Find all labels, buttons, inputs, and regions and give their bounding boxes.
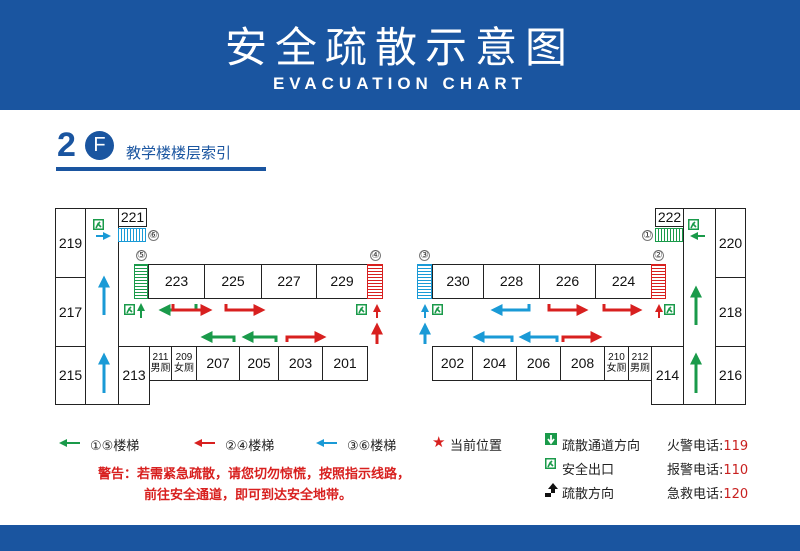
room-219: 219 [55,208,86,278]
room-214: 214 [651,346,684,405]
stair-6-label: ⑥ [148,230,159,241]
warning-line-1: 警告：若需紧急疏散，请您切勿惊慌，按照指示线路， [98,467,411,482]
exit-icon [663,303,676,316]
legend-current-position: 当前位置 [450,439,503,454]
room-number: 212 [631,352,649,363]
room-number: 209 [175,352,193,363]
stair-2-label: ② [653,250,664,261]
room-230: 230 [432,264,484,299]
room-223: 223 [148,264,205,299]
stair-3 [417,264,432,299]
room-label: 女厕 [606,362,627,374]
room-number: 210 [608,352,625,363]
room-207: 207 [196,346,240,381]
room-203: 203 [278,346,323,381]
room-204: 204 [472,346,517,381]
room-201: 201 [322,346,368,381]
room-216: 216 [715,346,746,405]
ambulance-phone: 急救电话:120 [667,487,749,502]
legend-blue-stairs: ③⑥楼梯 [347,439,397,454]
room-229: 229 [316,264,368,299]
arrow-right-red [547,304,589,316]
exit-icon [431,303,444,316]
room-202: 202 [432,346,473,381]
stair-5 [134,264,148,299]
stair-5-label: ⑤ [136,250,147,261]
police-phone: 报警电话:110 [667,463,749,478]
floor-index-label: 教学楼楼层索引 [126,144,232,162]
stair-3-label: ③ [419,250,430,261]
arrow-left-green [200,331,236,343]
arrow-left-blue [490,304,531,316]
stair-4 [367,264,383,299]
room-226: 226 [539,264,596,299]
exit-icon [687,218,700,231]
page-title: 安全疏散示意图 [224,23,575,72]
stair-2 [651,264,666,299]
room-number: 211 [152,352,169,363]
channel-direction-icon [545,433,557,445]
stair-4-label: ④ [370,250,381,261]
room-206: 206 [516,346,561,381]
page-subtitle: EVACUATION CHART [272,74,528,93]
room-label: 女厕 [174,362,194,374]
exit-icon [123,303,136,316]
stair-1 [655,228,683,242]
legend-exit-icon [544,457,557,470]
room-205: 205 [239,346,279,381]
legend-red-stairs: ②④楼梯 [225,439,275,454]
evacuation-direction-icon [545,483,558,497]
room-label: 男厕 [150,362,171,374]
divider [56,167,266,171]
room-221: 221 [118,208,147,227]
arrow-left-green [241,331,278,343]
room-213: 213 [118,346,150,405]
legend-channel-direction: 疏散通道方向 [562,439,641,454]
arrow-right-red [285,331,327,343]
arrow-right-red [561,331,603,343]
legend-safety-exit: 安全出口 [562,463,615,478]
room-227: 227 [261,264,317,299]
room-215: 215 [55,346,86,405]
star-icon: ★ [432,433,446,451]
stair-6 [118,228,146,242]
warning-line-2: 前往安全通道，即可到达安全地带。 [144,488,353,503]
arrow-left-blue [518,331,559,343]
room-218: 218 [715,277,746,347]
room-220: 220 [715,208,746,278]
arrow-left-blue [472,331,514,343]
room-222: 222 [655,208,684,227]
floor-number: 2 [57,126,76,164]
arrow-right-red [602,304,643,316]
header-band [0,0,800,110]
arrow-right-red [224,304,266,316]
legend-green-stairs: ①⑤楼梯 [90,439,140,454]
footer-band [0,525,800,551]
exit-icon [355,303,368,316]
legend-evacuation-direction: 疏散方向 [562,487,615,502]
room-224: 224 [595,264,652,299]
exit-icon [92,218,105,231]
arrow-right-red [171,304,213,316]
stair-1-label: ① [642,230,653,241]
room-217: 217 [55,277,86,347]
floor-letter: F [85,131,114,160]
room-208: 208 [560,346,605,381]
room-label: 男厕 [630,362,650,374]
fire-phone: 火警电话:119 [667,439,749,454]
corridor-left [85,208,119,405]
room-225: 225 [204,264,262,299]
